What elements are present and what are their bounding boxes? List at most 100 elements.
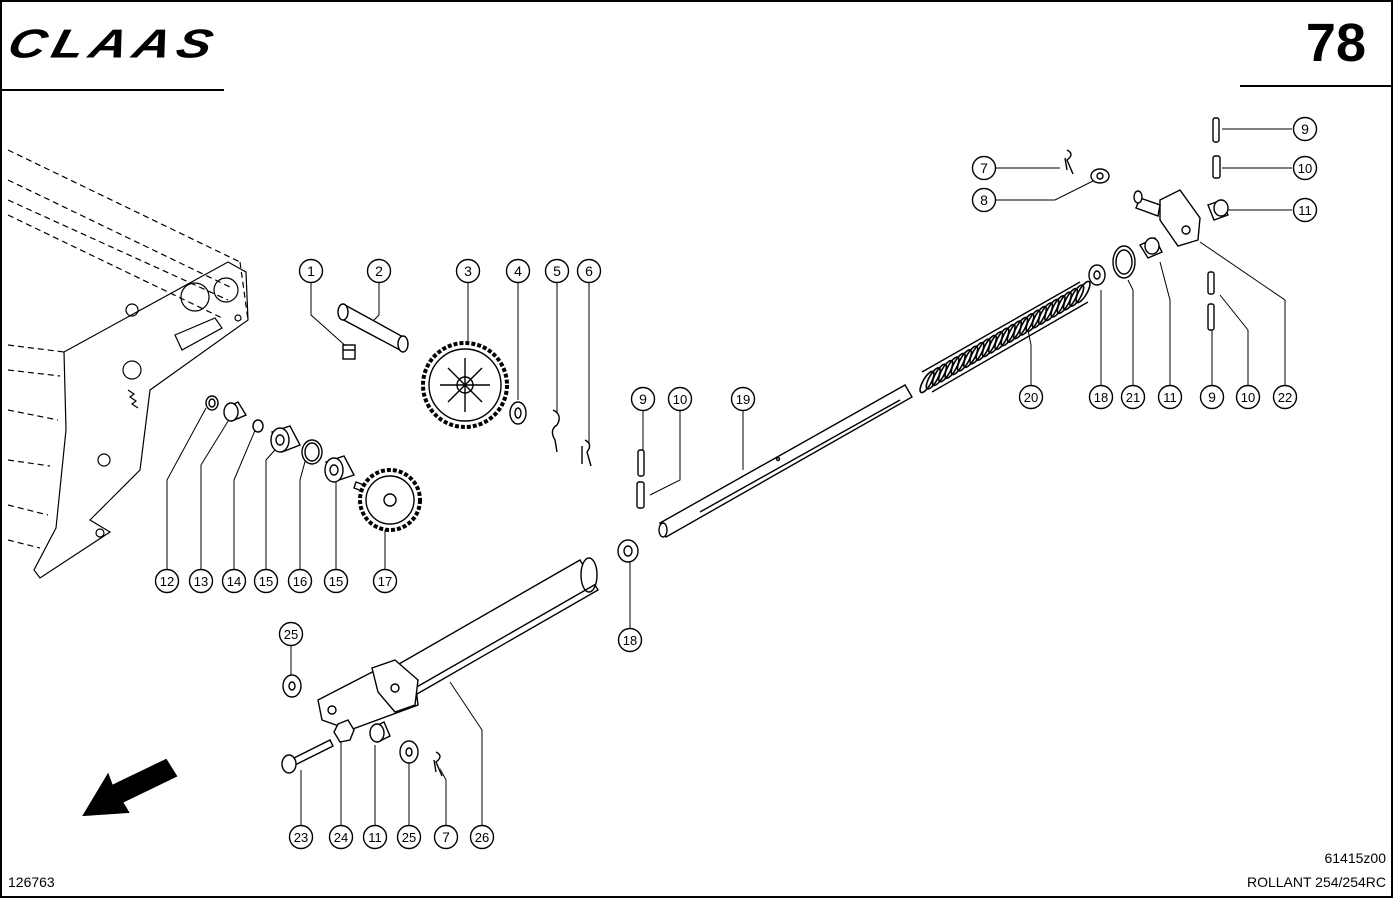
callout-3: 3 xyxy=(455,258,481,284)
part-washer-25b xyxy=(399,740,419,764)
callout-circle xyxy=(1120,384,1146,410)
callout-circle xyxy=(1018,384,1044,410)
callout-circle xyxy=(971,187,997,213)
part-roll-pin-9-top xyxy=(1212,117,1220,143)
callout-18: 18 xyxy=(617,627,643,653)
callout-number: 4 xyxy=(514,263,522,279)
model-name: ROLLANT 254/254RC xyxy=(1246,874,1386,890)
callout-circle xyxy=(455,258,481,284)
callout-number: 10 xyxy=(1241,390,1255,405)
callout-circle xyxy=(544,258,570,284)
part-circlip-12 xyxy=(205,395,219,411)
part-washer xyxy=(509,401,527,425)
callout-circle xyxy=(221,568,247,594)
callout-10: 10 xyxy=(1235,384,1261,410)
page-number: 78 xyxy=(1305,13,1366,73)
callout-25: 25 xyxy=(396,824,422,850)
part-roll-pin-10-right xyxy=(1207,303,1215,331)
callout-number: 22 xyxy=(1278,390,1292,405)
callout-number: 10 xyxy=(1298,161,1312,176)
callout-circle xyxy=(278,621,304,647)
callout-18: 18 xyxy=(1088,384,1114,410)
callout-circle xyxy=(576,258,602,284)
callout-number: 5 xyxy=(553,263,561,279)
part-washer-right xyxy=(1088,264,1106,286)
part-pin xyxy=(337,303,409,353)
callout-number: 11 xyxy=(1298,203,1312,218)
callout-2: 2 xyxy=(366,258,392,284)
part-large-sprocket xyxy=(421,341,509,429)
part-roll-pin-9-right xyxy=(1207,271,1215,295)
drawing-reference: 126763 xyxy=(8,874,55,890)
part-shaft xyxy=(658,384,913,538)
callout-number: 2 xyxy=(375,263,383,279)
leader-lines xyxy=(166,128,1292,825)
callout-circle xyxy=(154,568,180,594)
callout-number: 13 xyxy=(194,574,208,589)
part-bushing-lower xyxy=(369,721,391,743)
parts xyxy=(205,117,1229,777)
callout-circle xyxy=(617,627,643,653)
part-cotter-pin-lower xyxy=(433,751,443,777)
callout-number: 3 xyxy=(464,263,472,279)
callout-circle xyxy=(1292,155,1318,181)
callout-circle xyxy=(288,824,314,850)
callout-circle xyxy=(298,258,324,284)
callout-circle xyxy=(469,824,495,850)
callout-number: 25 xyxy=(284,627,298,642)
part-washer-25a xyxy=(282,674,302,698)
callout-circle xyxy=(505,258,531,284)
callout-number: 12 xyxy=(160,574,174,589)
callout-number: 16 xyxy=(293,574,307,589)
callout-circle xyxy=(362,824,388,850)
part-lube-nipple xyxy=(342,344,356,360)
part-small-sprocket xyxy=(353,468,422,532)
callout-15: 15 xyxy=(253,568,279,594)
part-compression-spring xyxy=(921,281,1089,393)
part-bushing-top xyxy=(1207,199,1229,221)
callout-number: 14 xyxy=(227,574,241,589)
callout-number: 18 xyxy=(623,633,637,648)
callout-12: 12 xyxy=(154,568,180,594)
callout-circle xyxy=(328,824,354,850)
callout-number: 7 xyxy=(442,829,450,845)
part-snap-ring xyxy=(1112,245,1136,279)
callout-circle xyxy=(630,386,656,412)
callout-circle xyxy=(667,386,693,412)
callout-15: 15 xyxy=(323,568,349,594)
callout-9: 9 xyxy=(630,386,656,412)
callout-number: 23 xyxy=(294,830,308,845)
callout-number: 24 xyxy=(334,830,348,845)
callout-24: 24 xyxy=(328,824,354,850)
callout-10: 10 xyxy=(667,386,693,412)
callout-19: 19 xyxy=(730,386,756,412)
callout-14: 14 xyxy=(221,568,247,594)
callout-9: 9 xyxy=(1199,384,1225,410)
callout-number: 9 xyxy=(1301,121,1309,137)
callout-17: 17 xyxy=(372,568,398,594)
callout-23: 23 xyxy=(288,824,314,850)
callout-circle xyxy=(323,568,349,594)
part-washer-top xyxy=(1090,168,1110,184)
callout-20: 20 xyxy=(1018,384,1044,410)
part-bushing-13 xyxy=(223,401,248,422)
callout-22: 22 xyxy=(1272,384,1298,410)
callout-number: 6 xyxy=(585,263,593,279)
callout-circle xyxy=(1235,384,1261,410)
part-spring-clip xyxy=(551,409,560,453)
callout-8: 8 xyxy=(971,187,997,213)
callout-circle xyxy=(730,386,756,412)
callout-16: 16 xyxy=(287,568,313,594)
callout-number: 20 xyxy=(1024,390,1038,405)
callout-21: 21 xyxy=(1120,384,1146,410)
callout-circle xyxy=(372,568,398,594)
callout-circle xyxy=(396,824,422,850)
part-circlip-14 xyxy=(252,419,264,433)
callout-7: 7 xyxy=(971,155,997,181)
part-cotter-pin-top xyxy=(1064,149,1074,175)
callout-1: 1 xyxy=(298,258,324,284)
callout-number: 17 xyxy=(378,574,392,589)
